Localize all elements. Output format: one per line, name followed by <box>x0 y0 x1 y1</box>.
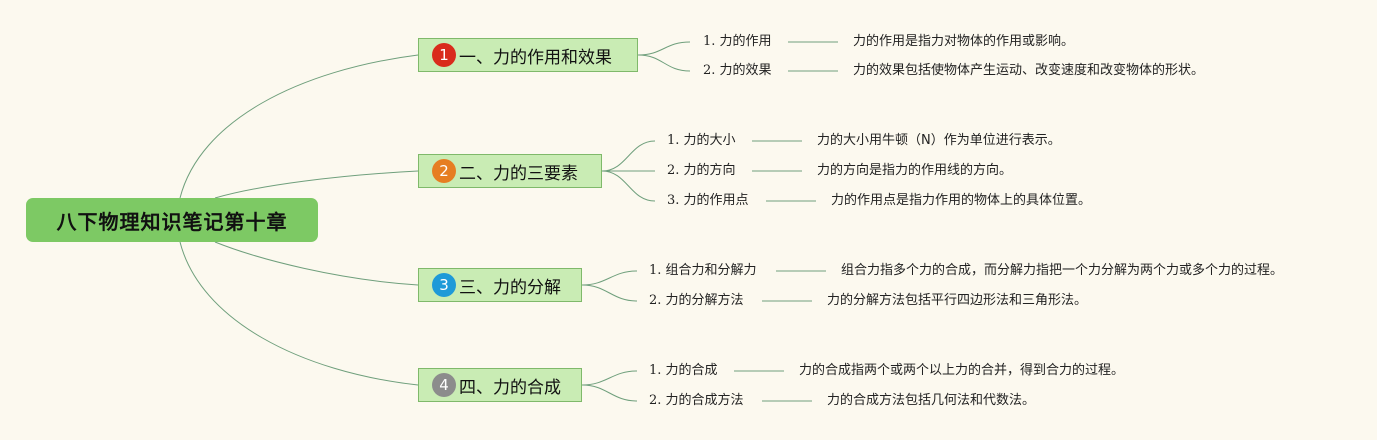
subtopic-description: 力的作用点是指力作用的物体上的具体位置。 <box>831 193 1092 208</box>
connector-line <box>179 54 419 199</box>
subtopic-label[interactable]: 2. 力的方向 <box>667 163 736 178</box>
root-topic[interactable]: 八下物理知识笔记第十章 <box>26 198 318 242</box>
branch-topic-2[interactable]: 2 二、力的三要素 <box>418 154 602 188</box>
subtopic-label[interactable]: 2. 力的效果 <box>703 63 772 78</box>
branch-topic-3[interactable]: 3 三、力的分解 <box>418 268 582 302</box>
subtopic-description: 力的大小用牛顿（N）作为单位进行表示。 <box>817 133 1061 148</box>
number-2-icon: 2 <box>432 159 456 183</box>
subtopic-description: 力的合成指两个或两个以上力的合并，得到合力的过程。 <box>799 363 1125 378</box>
subtopic-description: 力的合成方法包括几何法和代数法。 <box>827 393 1036 408</box>
branch-topic-label: 三、力的分解 <box>459 277 561 298</box>
connector-line <box>581 384 638 402</box>
subtopic-description: 力的作用是指力对物体的作用或影响。 <box>853 34 1075 49</box>
root-topic-label: 八下物理知识笔记第十章 <box>56 209 288 234</box>
connector-line <box>637 54 691 72</box>
branch-topic-label: 二、力的三要素 <box>459 163 578 184</box>
connector-line <box>581 284 638 302</box>
connector-line <box>179 241 419 386</box>
connector-line <box>637 41 691 56</box>
connector-line <box>581 370 638 386</box>
subtopic-description: 力的效果包括使物体产生运动、改变速度和改变物体的形状。 <box>853 63 1205 78</box>
connector-line <box>214 170 419 199</box>
connector-line <box>581 270 638 286</box>
branch-topic-1[interactable]: 1 一、力的作用和效果 <box>418 38 638 72</box>
number-3-icon: 3 <box>432 273 456 297</box>
branch-topic-label: 一、力的作用和效果 <box>459 47 612 68</box>
branch-topic-label: 四、力的合成 <box>459 377 561 398</box>
number-4-icon: 4 <box>432 373 456 397</box>
subtopic-label[interactable]: 3. 力的作用点 <box>667 193 749 208</box>
subtopic-label[interactable]: 2. 力的分解方法 <box>649 293 744 308</box>
subtopic-label[interactable]: 1. 力的合成 <box>649 363 718 378</box>
subtopic-label[interactable]: 1. 组合力和分解力 <box>649 263 757 278</box>
subtopic-description: 力的分解方法包括平行四边形法和三角形法。 <box>827 293 1088 308</box>
branch-topic-4[interactable]: 4 四、力的合成 <box>418 368 582 402</box>
connector-line <box>601 140 656 172</box>
subtopic-description: 力的方向是指力的作用线的方向。 <box>817 163 1013 178</box>
connector-line <box>601 170 656 202</box>
subtopic-label[interactable]: 1. 力的作用 <box>703 34 772 49</box>
number-1-icon: 1 <box>432 43 456 67</box>
subtopic-description: 组合力指多个力的合成，而分解力指把一个力分解为两个力或多个力的过程。 <box>841 263 1284 278</box>
subtopic-label[interactable]: 1. 力的大小 <box>667 133 736 148</box>
connector-line <box>214 241 419 286</box>
subtopic-label[interactable]: 2. 力的合成方法 <box>649 393 744 408</box>
